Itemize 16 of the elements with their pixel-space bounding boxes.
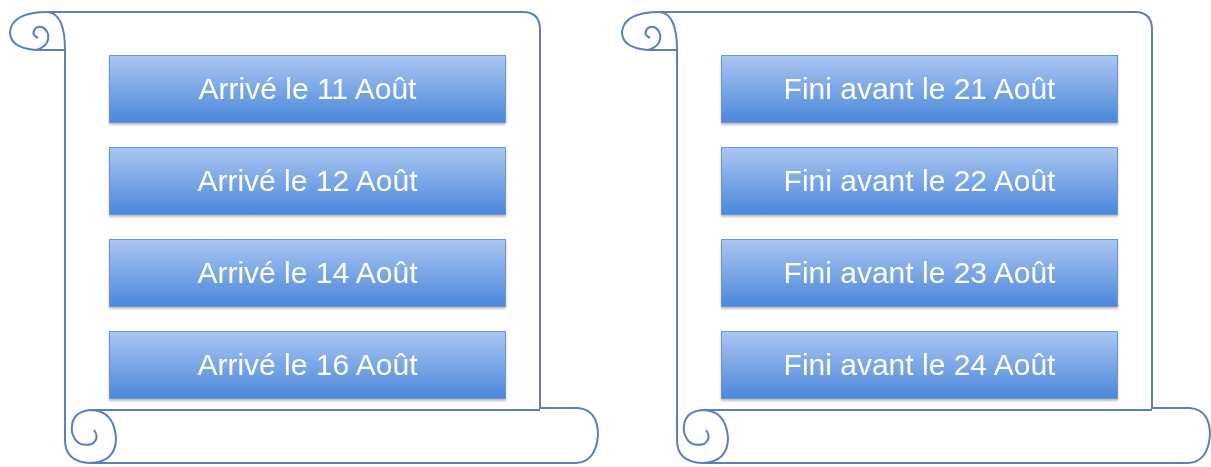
date-label: Arrivé le 14 Août (197, 256, 418, 290)
date-label: Fini avant le 23 Août (783, 256, 1056, 290)
date-box (721, 147, 1118, 215)
date-label: Arrivé le 16 Août (197, 348, 418, 382)
date-box (109, 55, 506, 123)
date-box (721, 55, 1118, 123)
date-box (109, 147, 506, 215)
date-label: Fini avant le 22 Août (783, 164, 1056, 198)
date-label: Arrivé le 12 Août (197, 164, 418, 198)
date-box (109, 239, 506, 307)
date-label: Fini avant le 21 Août (783, 72, 1056, 106)
date-box (109, 331, 506, 399)
date-box (721, 239, 1118, 307)
date-label: Fini avant le 24 Août (783, 348, 1056, 382)
date-label: Arrivé le 11 Août (198, 72, 417, 106)
date-box (721, 331, 1118, 399)
